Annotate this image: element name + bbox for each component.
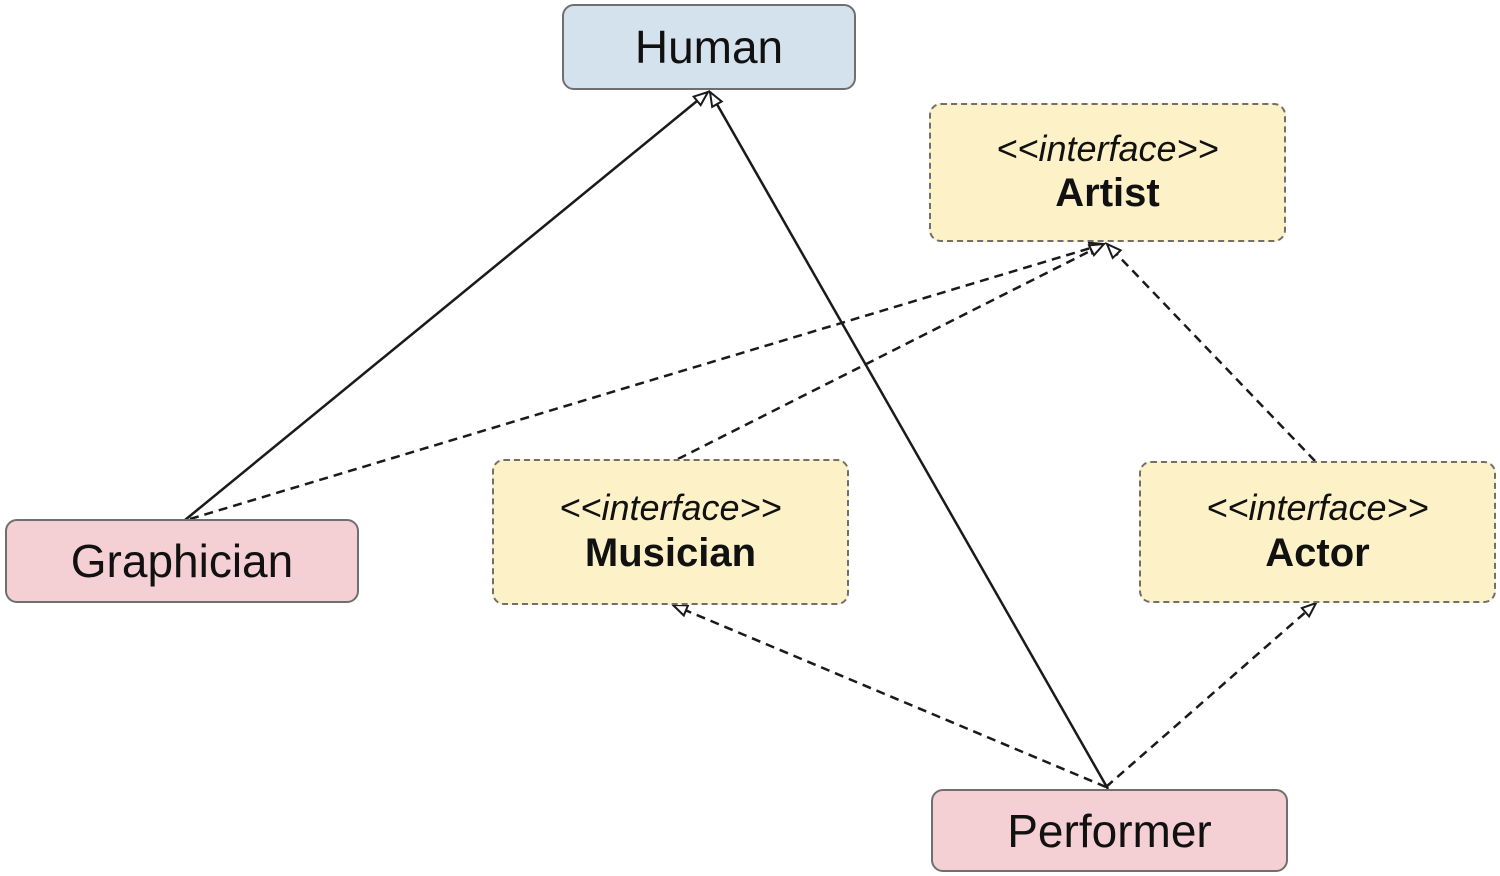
- class-human[interactable]: Human: [562, 4, 856, 90]
- class-graphician[interactable]: Graphician: [5, 519, 359, 603]
- edge-performer-to-human: [708, 89, 1110, 790]
- arrowhead-icon: [708, 89, 724, 109]
- interface-artist[interactable]: <<interface>> Artist: [929, 103, 1286, 242]
- interface-name: Artist: [1055, 171, 1160, 216]
- edge-performer-to-musician: [670, 603, 1107, 789]
- edge-performer-to-actor: [1105, 601, 1319, 788]
- interface-name: Musician: [584, 530, 757, 575]
- interface-name: Actor: [1265, 530, 1370, 575]
- class-name: Human: [634, 21, 784, 73]
- edge-line: [189, 242, 1105, 521]
- stereotype-label: <<interface>>: [1206, 487, 1429, 529]
- stereotype-label: <<interface>>: [559, 487, 782, 529]
- edge-musician-to-artist: [677, 242, 1107, 461]
- arrowhead-icon: [1105, 242, 1123, 260]
- edge-line: [1105, 602, 1317, 788]
- edge-line: [184, 91, 709, 521]
- interface-actor[interactable]: <<interface>> Actor: [1139, 461, 1496, 603]
- arrowhead-icon: [691, 90, 711, 107]
- edge-line: [677, 242, 1105, 461]
- edge-line: [1106, 243, 1316, 462]
- edge-line: [672, 603, 1107, 789]
- arrowhead-icon: [1300, 601, 1319, 619]
- arrowhead-icon: [1087, 242, 1107, 257]
- class-name: Performer: [1007, 804, 1212, 857]
- edge-line: [708, 91, 1110, 790]
- class-performer[interactable]: Performer: [931, 789, 1288, 872]
- class-name: Graphician: [70, 535, 294, 587]
- edge-graphician-to-human: [184, 90, 711, 521]
- arrowhead-icon: [670, 603, 690, 618]
- interface-musician[interactable]: <<interface>> Musician: [492, 459, 849, 605]
- edge-actor-to-artist: [1105, 242, 1316, 462]
- stereotype-label: <<interface>>: [996, 127, 1219, 169]
